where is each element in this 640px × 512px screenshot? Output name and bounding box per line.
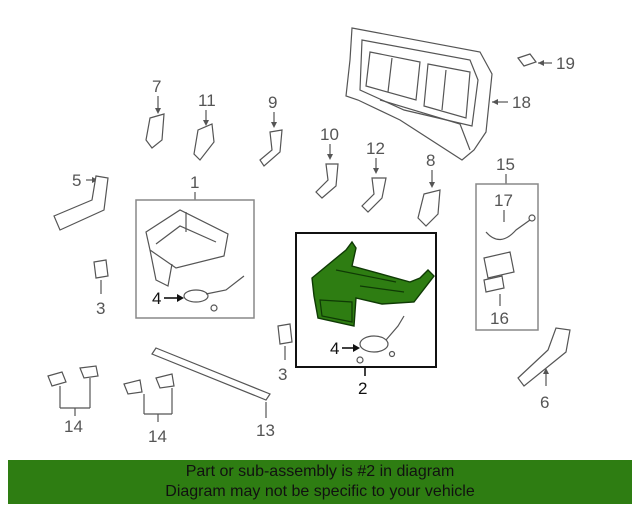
part-1-box xyxy=(135,199,255,319)
bracket-part-10[interactable] xyxy=(315,163,339,199)
callout-13: 13 xyxy=(256,421,275,440)
bracket-part-9[interactable] xyxy=(259,129,283,167)
hinge-part-14b[interactable] xyxy=(123,373,175,395)
bracket-part-12[interactable] xyxy=(361,177,387,213)
bracket-part-7[interactable] xyxy=(145,113,165,149)
callout-7: 7 xyxy=(152,77,161,96)
hinge-part-14a[interactable] xyxy=(47,365,99,387)
banner-line-2: Diagram may not be specific to your vehi… xyxy=(165,483,475,500)
callout-17: 17 xyxy=(494,191,513,210)
nut-part-3a[interactable] xyxy=(93,259,109,279)
callout-15: 15 xyxy=(496,155,515,174)
cable-part-17[interactable] xyxy=(485,214,536,241)
banner-line-1: Part or sub-assembly is #2 in diagram xyxy=(185,463,455,480)
cushion-frame-part-1[interactable] xyxy=(145,209,229,287)
callout-14b: 14 xyxy=(148,427,167,446)
callout-12: 12 xyxy=(366,139,385,158)
callout-11: 11 xyxy=(198,91,216,110)
part-15-box xyxy=(475,183,539,331)
clip-part-19[interactable] xyxy=(517,53,537,67)
bracket-part-11[interactable] xyxy=(193,123,215,161)
callout-5: 5 xyxy=(72,171,81,190)
latch-part-16[interactable] xyxy=(483,251,515,293)
callout-4a: 4 xyxy=(152,289,161,308)
callout-14a: 14 xyxy=(64,417,83,436)
callout-19: 19 xyxy=(556,54,575,73)
bracket-part-8[interactable] xyxy=(417,189,441,227)
seat-back-frame-part[interactable] xyxy=(345,27,493,161)
nut-part-3b[interactable] xyxy=(277,323,293,345)
callout-8: 8 xyxy=(426,151,435,170)
cable-part-4b[interactable] xyxy=(356,315,405,364)
callout-1: 1 xyxy=(190,173,199,192)
callout-9: 9 xyxy=(268,93,277,112)
callout-3a: 3 xyxy=(96,299,105,318)
callout-18: 18 xyxy=(512,93,531,112)
callout-6: 6 xyxy=(540,393,549,412)
callout-10: 10 xyxy=(320,125,339,144)
callout-2: 2 xyxy=(358,379,367,398)
rail-part-13[interactable] xyxy=(151,347,271,401)
callout-16: 16 xyxy=(490,309,509,328)
cable-part-4a[interactable] xyxy=(183,275,245,312)
info-banner: Part or sub-assembly is #2 in diagram Di… xyxy=(8,460,632,504)
cover-part-6[interactable] xyxy=(517,327,571,387)
callout-3b: 3 xyxy=(278,365,287,384)
cushion-frame-part-2-highlighted[interactable] xyxy=(311,240,435,327)
cover-part-5[interactable] xyxy=(53,175,109,231)
callout-4b: 4 xyxy=(330,339,339,358)
